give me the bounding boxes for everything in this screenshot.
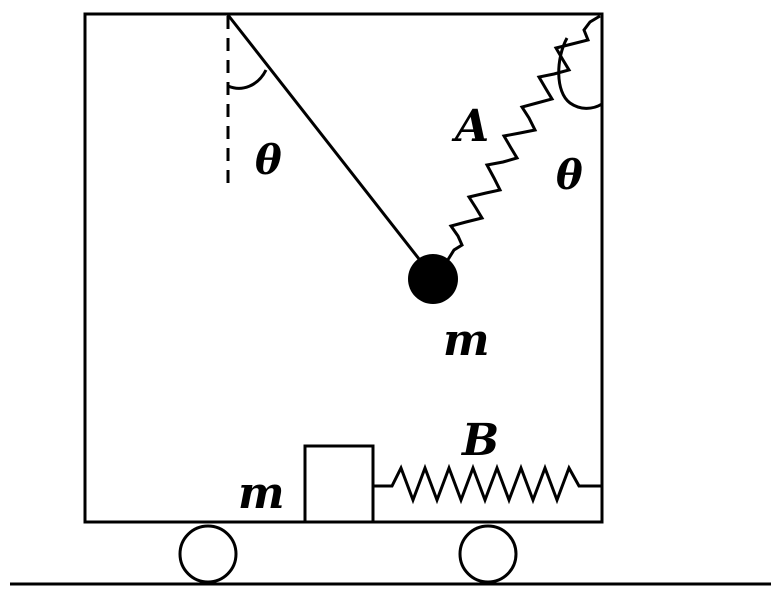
spring-a-label: A xyxy=(451,101,489,152)
spring-b-label: B xyxy=(460,415,499,466)
block-mass-label: m xyxy=(238,468,285,519)
left-angle-arc xyxy=(227,69,268,90)
ball-mass-label: m xyxy=(443,315,490,366)
ball xyxy=(408,254,458,304)
spring-b xyxy=(373,463,602,505)
right-angle-arc xyxy=(557,37,603,110)
theta-right-label: θ xyxy=(556,152,583,199)
pendulum-string xyxy=(226,14,432,274)
block xyxy=(303,444,375,524)
theta-left-label: θ xyxy=(255,137,282,184)
left-wheel xyxy=(178,524,238,584)
right-wheel xyxy=(458,524,518,584)
